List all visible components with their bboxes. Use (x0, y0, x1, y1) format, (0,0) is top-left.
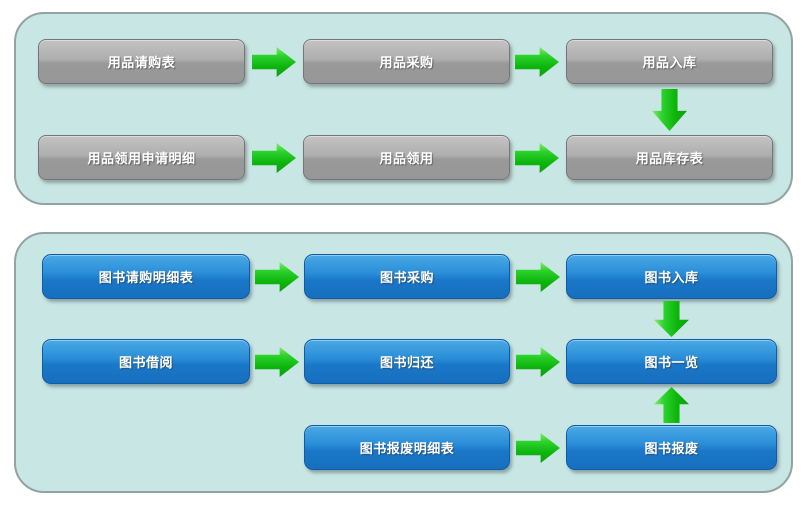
node-label: 图书报废明细表 (359, 442, 455, 457)
node-supplies-request-form: 用品请购表 (38, 39, 245, 84)
node-label: 图书报废 (644, 442, 699, 457)
arrow-right-icon (515, 143, 559, 173)
node-label: 图书归还 (379, 356, 434, 371)
node-supplies-purchase: 用品采购 (303, 39, 510, 84)
node-supplies-claim: 用品领用 (303, 135, 510, 180)
node-label: 用品入库 (642, 56, 697, 71)
node-supplies-inventory: 用品库存表 (566, 135, 773, 180)
node-label: 图书借阅 (118, 356, 173, 371)
arrow-right-icon (515, 47, 559, 77)
arrow-right-icon (255, 262, 299, 292)
node-book-overview: 图书一览 (566, 339, 777, 384)
arrow-right-icon (255, 347, 299, 377)
arrow-right-icon (252, 47, 296, 77)
node-label: 用品采购 (379, 56, 434, 71)
node-supplies-claim-detail: 用品领用申请明细 (38, 135, 245, 180)
node-label: 用品领用申请明细 (87, 152, 196, 167)
arrow-down-icon (652, 89, 687, 131)
arrow-up-icon (654, 387, 689, 423)
node-label: 用品库存表 (635, 152, 704, 167)
panel-books-flow: 图书请购明细表 图书采购 图书入库 图书借阅 图书归还 图书一览 图书报废明细表… (14, 232, 793, 493)
node-label: 图书采购 (379, 271, 434, 286)
node-label: 用品领用 (379, 152, 434, 167)
panel-supplies-flow: 用品请购表 用品采购 用品入库 用品领用申请明细 用品领用 用品库存表 (14, 12, 793, 205)
node-label: 图书一览 (644, 356, 699, 371)
arrow-right-icon (516, 347, 560, 377)
node-book-return: 图书归还 (304, 339, 510, 384)
node-supplies-inbound: 用品入库 (566, 39, 773, 84)
node-book-scrap-detail: 图书报废明细表 (304, 425, 510, 470)
arrow-right-icon (516, 433, 560, 463)
node-label: 图书请购明细表 (98, 271, 194, 286)
arrow-down-icon (654, 301, 689, 337)
node-book-borrow: 图书借阅 (42, 339, 250, 384)
node-label: 用品请购表 (107, 56, 176, 71)
node-book-inbound: 图书入库 (566, 254, 777, 299)
node-book-scrap: 图书报废 (566, 425, 777, 470)
node-label: 图书入库 (644, 271, 699, 286)
node-book-purchase: 图书采购 (304, 254, 510, 299)
arrow-right-icon (252, 143, 296, 173)
arrow-right-icon (516, 262, 560, 292)
node-book-request-detail: 图书请购明细表 (42, 254, 250, 299)
